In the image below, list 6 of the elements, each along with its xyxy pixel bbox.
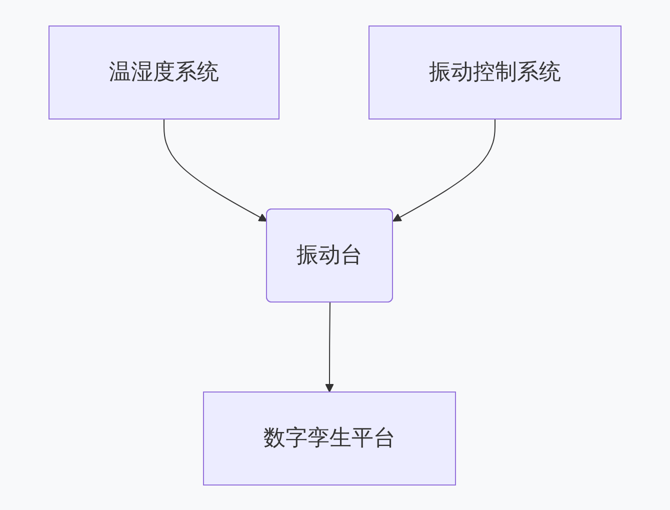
node-box: 数字孪生平台 (203, 391, 456, 485)
arrow (392, 118, 496, 222)
arrow (325, 302, 334, 392)
node-box: 温湿度系统 (48, 25, 280, 119)
arrow (164, 118, 268, 222)
node-box: 振动控制系统 (368, 25, 622, 119)
